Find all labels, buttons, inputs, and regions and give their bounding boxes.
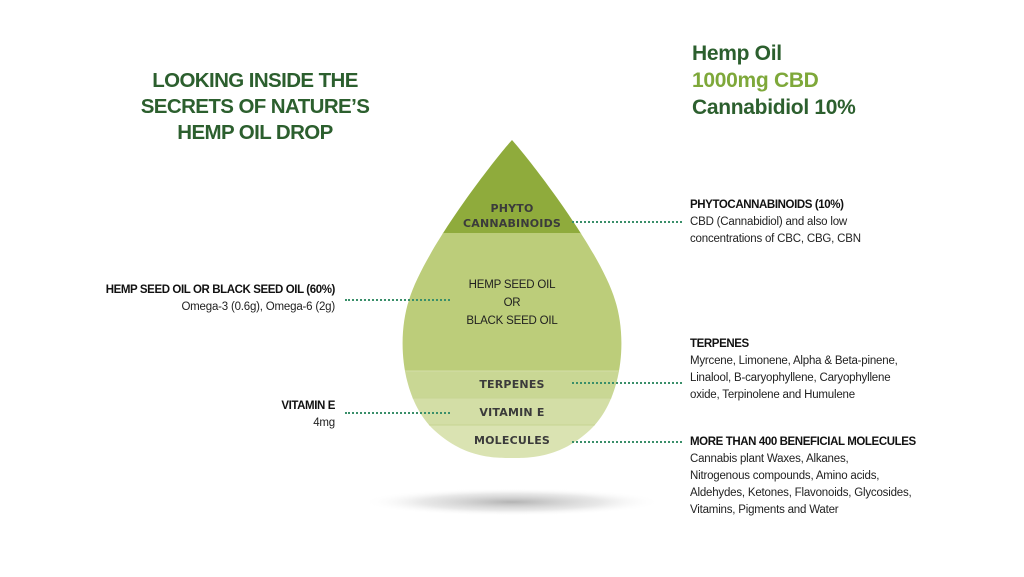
product-concentration: Cannabidiol 10%	[692, 96, 856, 119]
connector-phyto	[572, 221, 682, 223]
band-terpenes	[402, 371, 622, 399]
page-title: LOOKING INSIDE THE SECRETS OF NATURE’S H…	[110, 68, 400, 146]
band-label-line: CANNABINOIDS	[462, 217, 562, 230]
callout-heading: MORE THAN 400 BENEFICIAL MOLECULES	[690, 436, 916, 448]
band-label-molecules: MOLECULES	[473, 434, 551, 447]
connector-vitamin-e	[345, 412, 450, 414]
band-label-line: BLACK SEED OIL	[466, 315, 558, 327]
connector-terpenes	[572, 382, 682, 384]
callout-line: Nitrogenous compounds, Amino acids,	[690, 470, 880, 482]
callout-line: Vitamins, Pigments and Water	[690, 504, 839, 516]
callout-line: Myrcene, Limonene, Alpha & Beta-pinene,	[690, 355, 898, 367]
callout-seed-oil: HEMP SEED OIL OR BLACK SEED OIL (60%) Om…	[40, 282, 336, 316]
callout-heading: VITAMIN E	[281, 400, 335, 412]
callout-heading: TERPENES	[690, 338, 749, 350]
title-line-2: SECRETS OF NATURE’S	[140, 95, 370, 118]
connector-seed-oil	[345, 299, 450, 301]
callout-line: Omega-3 (0.6g), Omega-6 (2g)	[181, 301, 335, 313]
band-label-line: PHYTO	[490, 202, 534, 215]
callout-molecules: MORE THAN 400 BENEFICIAL MOLECULES Canna…	[690, 434, 990, 519]
callout-heading: PHYTOCANNABINOIDS (10%)	[690, 199, 844, 211]
callout-line: Aldehydes, Ketones, Flavonoids, Glycosid…	[690, 487, 912, 499]
callout-line: Linalool, B-caryophyllene, Caryophyllene	[690, 372, 891, 384]
band-label-seed-oil: HEMP SEED OIL OR BLACK SEED OIL	[440, 276, 584, 330]
product-title: Hemp Oil 1000mg CBD Cannabidiol 10%	[692, 40, 856, 121]
callout-line: concentrations of CBC, CBG, CBN	[690, 233, 861, 245]
connector-molecules	[572, 441, 682, 443]
band-seed-oil	[402, 233, 622, 372]
band-label-line: OR	[503, 297, 521, 309]
band-label-phyto: PHYTO CANNABINOIDS	[452, 201, 572, 231]
product-name: Hemp Oil	[692, 42, 782, 65]
callout-vitamin-e: VITAMIN E 4mg	[200, 398, 335, 432]
callout-line: Cannabis plant Waxes, Alkanes,	[690, 453, 849, 465]
band-label-terpenes: TERPENES	[479, 378, 545, 391]
callout-line: 4mg	[313, 417, 335, 429]
callout-line: CBD (Cannabidiol) and also low	[690, 216, 847, 228]
product-dose: 1000mg CBD	[692, 69, 819, 92]
band-label-vitamin-e: VITAMIN E	[479, 406, 545, 419]
drop-shadow	[362, 488, 662, 516]
callout-terpenes: TERPENES Myrcene, Limonene, Alpha & Beta…	[690, 336, 970, 404]
callout-heading: HEMP SEED OIL OR BLACK SEED OIL (60%)	[105, 284, 336, 296]
callout-phyto: PHYTOCANNABINOIDS (10%) CBD (Cannabidiol…	[690, 197, 950, 248]
title-line-1: LOOKING INSIDE THE	[152, 69, 358, 92]
title-line-3: HEMP OIL DROP	[177, 121, 333, 144]
callout-line: oxide, Terpinolene and Humulene	[690, 389, 855, 401]
band-label-line: HEMP SEED OIL	[468, 279, 556, 291]
